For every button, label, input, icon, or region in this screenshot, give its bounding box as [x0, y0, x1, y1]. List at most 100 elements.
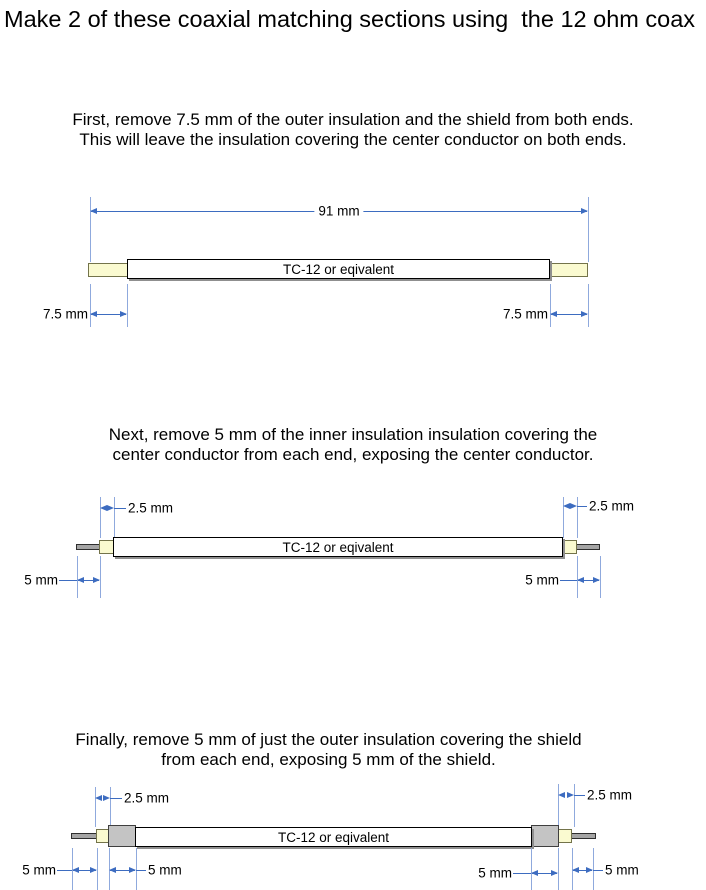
left-insulation-label: 2.5 mm: [128, 500, 174, 516]
leader-line: [560, 580, 577, 581]
left-insulation-label: 2.5 mm: [124, 790, 170, 806]
right-conductor-label: 5 mm: [525, 572, 559, 588]
center-conductor-right: [576, 544, 600, 550]
arrow-right-icon: [93, 577, 100, 583]
step1-instructions: First, remove 7.5 mm of the outer insula…: [0, 110, 706, 150]
right-shield-label: 5 mm: [478, 865, 512, 881]
leader-line: [110, 798, 122, 799]
extension-line: [114, 497, 115, 538]
arrow-right-icon: [581, 208, 588, 214]
arrow-right-icon: [129, 867, 136, 873]
leader-line: [136, 870, 146, 871]
dimension-line: [578, 580, 599, 581]
arrow-right-icon: [581, 311, 588, 317]
extension-line: [574, 784, 575, 827]
center-conductor-left: [71, 833, 97, 839]
cable-label: TC-12 or eqivalent: [277, 829, 390, 845]
arrow-right-icon: [107, 505, 114, 511]
dimension-line: [573, 870, 592, 871]
leader-line: [57, 870, 72, 871]
leader-line: [114, 508, 126, 509]
extension-line: [100, 497, 101, 538]
inner-insulation-right: [549, 263, 588, 277]
extension-line: [558, 848, 559, 890]
arrow-right-icon: [586, 867, 593, 873]
arrow-left-icon: [90, 208, 97, 214]
dimension-line: [110, 870, 135, 871]
extension-line: [90, 284, 91, 327]
right-conductor-label: 5 mm: [605, 862, 639, 878]
extension-line: [127, 284, 128, 327]
step3-instruction-line2: from each end, exposing 5 mm of the shie…: [161, 750, 496, 769]
inner-insulation-right: [558, 829, 572, 843]
extension-line: [558, 784, 559, 827]
inner-insulation-right: [562, 540, 577, 554]
arrow-right-icon: [551, 870, 558, 876]
inner-insulation-left: [88, 263, 128, 277]
leader-line: [59, 580, 77, 581]
left-conductor-label: 5 mm: [24, 572, 58, 588]
dimension-line: [91, 314, 126, 315]
center-conductor-right: [571, 833, 596, 839]
extension-line: [563, 497, 564, 538]
right-insulation-label: 2.5 mm: [589, 498, 635, 514]
arrow-right-icon: [90, 867, 97, 873]
arrow-left-icon: [72, 867, 79, 873]
arrow-left-icon: [109, 867, 116, 873]
arrow-right-icon: [593, 577, 600, 583]
extension-line: [531, 848, 532, 890]
extension-line: [97, 848, 98, 890]
right-strip-label: 7.5 mm: [502, 306, 548, 322]
leader-line: [577, 506, 587, 507]
arrow-left-icon: [558, 792, 565, 798]
cable-body: TC-12 or eqivalent: [127, 259, 550, 279]
inner-insulation-left: [99, 540, 114, 554]
cable-label: TC-12 or eqivalent: [282, 539, 394, 555]
step3-instructions: Finally, remove 5 mm of just the outer i…: [0, 730, 657, 770]
extension-line: [588, 284, 589, 327]
cable-body: TC-12 or eqivalent: [135, 827, 532, 847]
arrow-left-icon: [577, 577, 584, 583]
overall-length-label: 91 mm: [314, 203, 364, 219]
step2-instructions: Next, remove 5 mm of the inner insulatio…: [0, 425, 706, 465]
left-shield-label: 5 mm: [148, 862, 182, 878]
leader-line: [513, 873, 531, 874]
dimension-line: [78, 580, 99, 581]
extension-line: [100, 556, 101, 598]
dimension-line: [73, 870, 96, 871]
extension-line: [577, 497, 578, 538]
arrow-left-icon: [531, 870, 538, 876]
step1-instruction-line1: First, remove 7.5 mm of the outer insula…: [72, 110, 634, 129]
arrow-right-icon: [103, 795, 110, 801]
step3-instruction-line1: Finally, remove 5 mm of just the outer i…: [75, 730, 582, 749]
extension-line: [550, 284, 551, 327]
arrow-left-icon: [95, 795, 102, 801]
cable-body: TC-12 or eqivalent: [113, 537, 563, 557]
step1-instruction-line2: This will leave the insulation covering …: [79, 130, 627, 149]
arrow-left-icon: [572, 867, 579, 873]
left-conductor-label: 5 mm: [22, 862, 56, 878]
page-title: Make 2 of these coaxial matching section…: [4, 6, 696, 32]
extension-line: [600, 556, 601, 598]
extension-line: [110, 787, 111, 827]
right-insulation-label: 2.5 mm: [587, 787, 633, 803]
arrow-left-icon: [563, 503, 570, 509]
extension-line: [136, 848, 137, 890]
left-strip-label: 7.5 mm: [42, 306, 88, 322]
arrow-right-icon: [567, 792, 574, 798]
arrow-left-icon: [90, 311, 97, 317]
shield-right: [531, 825, 559, 847]
dimension-line: [532, 873, 557, 874]
leader-line: [574, 795, 585, 796]
center-conductor-left: [76, 544, 100, 550]
arrow-left-icon: [550, 311, 557, 317]
shield-left: [108, 825, 136, 847]
leader-line: [593, 870, 603, 871]
arrow-left-icon: [77, 577, 84, 583]
step2-instruction-line1: Next, remove 5 mm of the inner insulatio…: [108, 425, 598, 444]
extension-line: [95, 787, 96, 827]
cable-label: TC-12 or eqivalent: [282, 261, 395, 277]
dimension-line: [551, 314, 587, 315]
extension-line: [90, 197, 91, 262]
